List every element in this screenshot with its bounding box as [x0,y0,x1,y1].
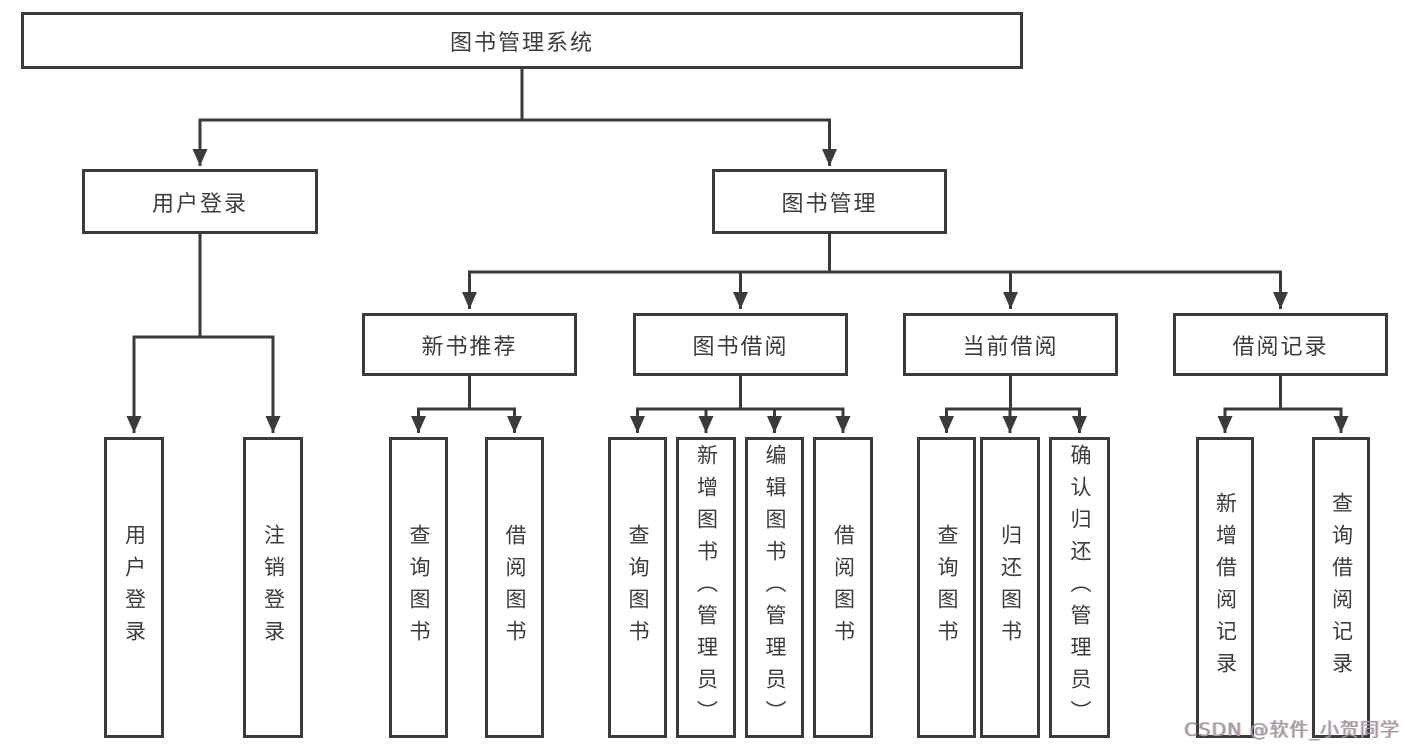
node-label: 注销登录 [261,523,286,652]
node-book-management-module: 图书管理 [712,169,947,234]
leaf-query-borrow-record: 查询借阅记录 [1312,437,1370,738]
node-label: 图书管理系统 [449,30,594,56]
node-root-library-management-system: 图书管理系统 [21,12,1023,69]
leaf-borrow-books: 借阅图书 [813,437,873,738]
node-label: 用户登录 [151,191,248,217]
leaf-return-books: 归还图书 [980,437,1040,738]
node-label: 新增图书（管理员） [694,443,719,732]
node-label: 查询借阅记录 [1329,491,1354,684]
node-book-borrowing: 图书借阅 [633,313,848,376]
leaf-query-books-current: 查询图书 [917,437,976,738]
node-label: 查询图书 [626,523,650,652]
node-label: 图书借阅 [692,334,789,360]
leaf-add-borrow-record: 新增借阅记录 [1196,437,1254,738]
leaf-query-books-recommend: 查询图书 [389,437,448,738]
node-label: 查询图书 [935,523,959,652]
node-borrowing-records: 借阅记录 [1173,313,1388,376]
leaf-logout: 注销登录 [243,437,303,738]
node-label: 借阅图书 [831,523,856,652]
node-label: 归还图书 [998,523,1023,652]
node-current-borrowing: 当前借阅 [903,313,1118,376]
node-label: 编辑图书（管理员） [763,443,787,732]
node-label: 新增借阅记录 [1213,491,1238,684]
node-label: 新书推荐 [421,334,518,360]
leaf-confirm-return-admin: 确认归还（管理员） [1049,437,1110,738]
node-label: 查询图书 [407,523,431,652]
node-label: 借阅记录 [1232,334,1329,360]
leaf-add-books-admin: 新增图书（管理员） [676,437,736,738]
node-new-book-recommendation: 新书推荐 [362,313,577,376]
node-label: 借阅图书 [503,523,527,652]
leaf-edit-books-admin: 编辑图书（管理员） [745,437,804,738]
node-label: 当前借阅 [962,334,1059,360]
node-label: 确认归还（管理员） [1068,443,1092,732]
leaf-user-login: 用户登录 [104,437,164,738]
leaf-query-books-borrowing: 查询图书 [608,437,667,738]
leaf-borrow-books-recommend: 借阅图书 [485,437,544,738]
csdn-watermark: CSDN @软件_小贺同学 [1184,719,1400,741]
node-label: 图书管理 [781,191,878,217]
node-label: 用户登录 [122,523,147,652]
node-user-login-module: 用户登录 [82,169,318,234]
